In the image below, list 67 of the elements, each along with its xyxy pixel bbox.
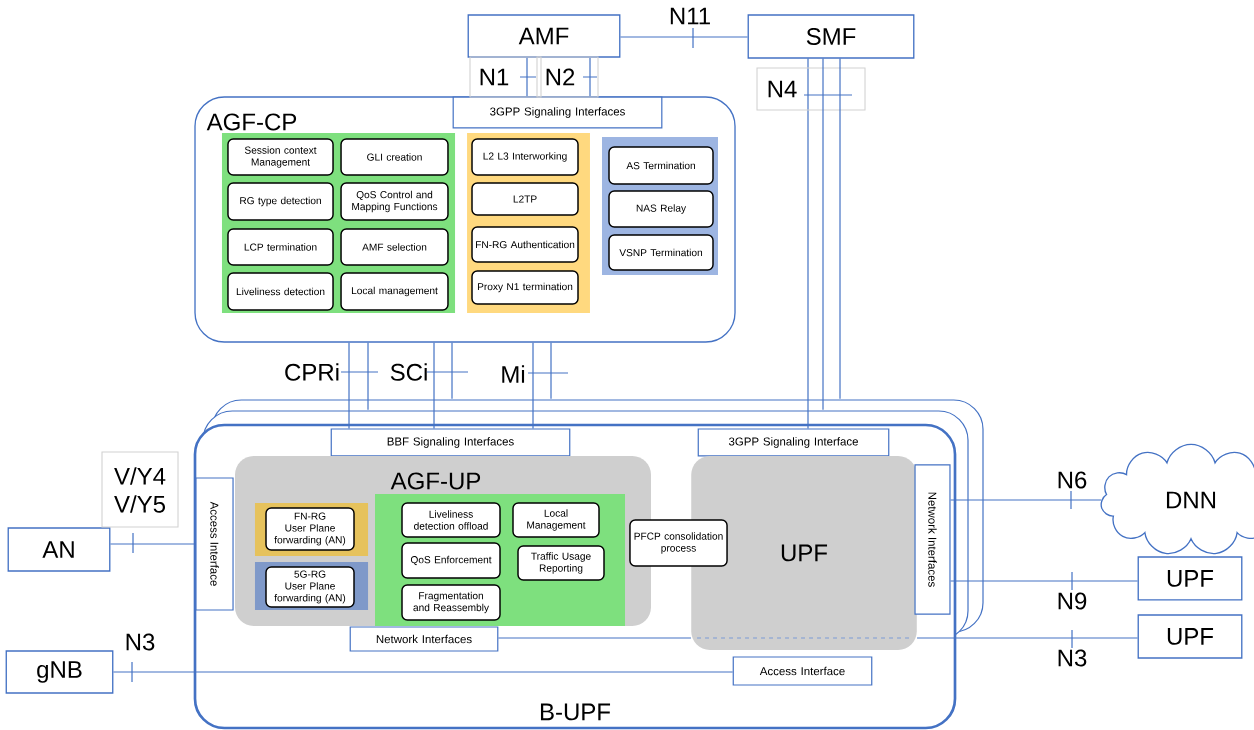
function-box: LCP termination — [227, 228, 334, 266]
connector — [803, 58, 853, 430]
function-box: AS Termination — [608, 146, 714, 185]
connector — [582, 57, 598, 98]
edge-label: N4 — [756, 67, 866, 111]
function-box: Fragmentation and Reassembly — [401, 584, 501, 621]
connector — [340, 342, 379, 430]
function-box: Traffic Usage Reporting — [517, 545, 605, 581]
connector — [519, 57, 537, 98]
function-box: Local Management — [512, 502, 600, 538]
function-box: Session context Management — [227, 138, 334, 176]
function-box: FN-RG User Plane forwarding (AN) — [265, 507, 355, 551]
interface-box: 3GPP Signaling Interfaces — [452, 96, 663, 129]
interface-box: 3GPP Signaling Interface — [697, 428, 890, 457]
edge-label: N11 — [670, 7, 710, 25]
edge-label: N1 — [469, 56, 542, 98]
interface-box: BBF Signaling Interfaces — [330, 428, 571, 457]
function-box: 5G-RG User Plane forwarding (AN) — [265, 566, 355, 608]
network-function-box: AN — [7, 527, 111, 572]
edge-label: N9 — [1058, 592, 1087, 610]
connector — [839, 58, 841, 400]
edge-label: N3 — [1058, 649, 1087, 667]
edge-label: CPRi — [285, 363, 339, 381]
edge-label: Mi — [502, 365, 525, 383]
connector — [916, 629, 1139, 649]
edge-label: V/Y4 V/Y5 — [101, 451, 179, 528]
function-box: FN-RG Authentication — [471, 226, 579, 263]
interface-box: Access Interface — [732, 656, 873, 686]
network-function-box: UPF — [1137, 556, 1243, 601]
function-box: QoS Enforcement — [401, 542, 501, 579]
connector — [497, 637, 692, 639]
connector — [426, 342, 469, 430]
function-box: RG type detection — [227, 182, 334, 221]
interface-box: Network Interfaces — [914, 464, 951, 615]
function-box: Local management — [340, 272, 449, 311]
function-box: VSNP Termination — [608, 234, 714, 271]
function-box: L2 L3 Interworking — [471, 138, 579, 176]
network-function-box: UPF — [1137, 614, 1243, 659]
function-box: Proxy N1 termination — [471, 270, 579, 305]
edge-label: N6 — [1058, 471, 1087, 489]
edge-label: N2 — [536, 56, 599, 98]
network-function-box: AMF — [467, 14, 621, 58]
cloud: DNN — [1100, 443, 1254, 555]
function-box: Liveliness detection — [227, 272, 334, 311]
connector — [619, 27, 749, 49]
function-box: AMF selection — [340, 228, 449, 266]
edge-label: SCi — [390, 363, 427, 381]
connector — [949, 571, 1139, 591]
connector — [550, 342, 552, 400]
edge-label: N3 — [126, 633, 155, 651]
connector — [949, 490, 1102, 510]
function-box: NAS Relay — [608, 190, 714, 228]
connector — [527, 342, 569, 430]
interface-box: Network Interfaces — [349, 626, 499, 652]
connector — [822, 58, 824, 411]
network-function-box: SMF — [747, 14, 915, 59]
function-box: L2TP — [471, 182, 579, 216]
interface-box: Access Interface — [195, 477, 234, 611]
connector — [112, 661, 734, 683]
connector — [109, 532, 196, 554]
function-box: QoS Control and Mapping Functions — [340, 182, 449, 221]
network-function-box: gNB — [5, 650, 114, 694]
connector — [451, 342, 453, 400]
function-box: PFCP consolidation process — [629, 519, 728, 567]
connector — [367, 342, 369, 411]
function-box: GLI creation — [340, 138, 449, 176]
function-box: Liveliness detection offload — [401, 502, 501, 538]
